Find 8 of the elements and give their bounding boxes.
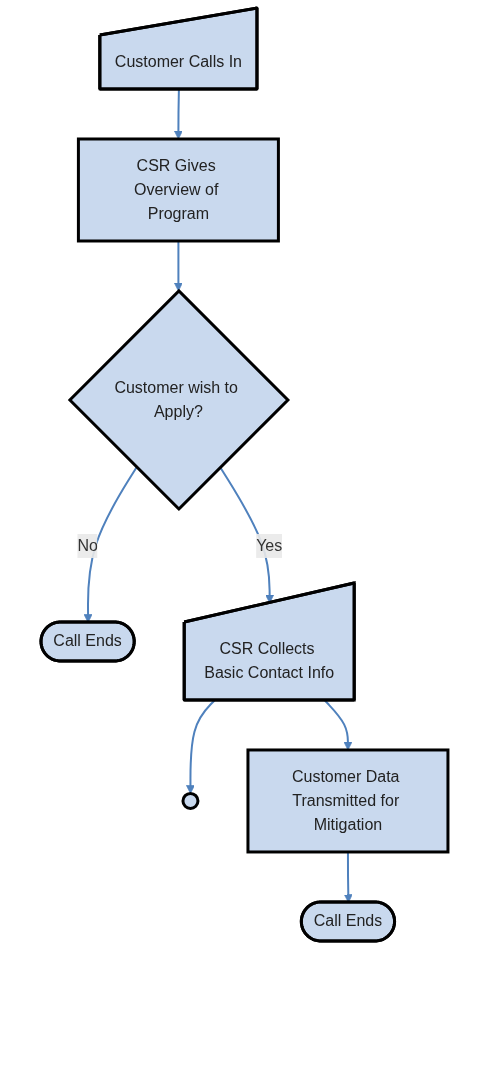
edge-label: No — [76, 536, 98, 554]
node-diamond: Customer wish to Apply? — [67, 288, 290, 512]
node-circle — [181, 791, 199, 810]
node-box: CSR Gives Overview of Program — [76, 137, 280, 243]
arrow — [173, 240, 183, 292]
arrow — [185, 699, 216, 794]
edge-label: Yes — [255, 536, 282, 554]
node-box: Customer Data Transmitted for Mitigation — [245, 748, 449, 854]
